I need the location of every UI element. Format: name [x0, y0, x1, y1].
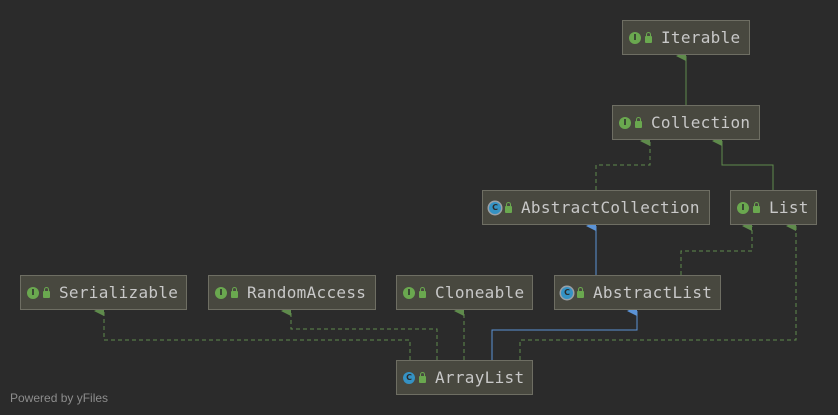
lock-icon	[231, 286, 238, 298]
lock-icon	[645, 31, 652, 43]
abstract-class-icon: C	[561, 286, 573, 299]
interface-icon: I	[619, 116, 631, 129]
node-label: List	[769, 198, 809, 217]
node-abstract-collection[interactable]: C AbstractCollection	[482, 190, 710, 225]
class-icon: C	[403, 371, 415, 384]
lock-icon	[419, 286, 426, 298]
lock-icon	[419, 371, 426, 383]
lock-icon	[43, 286, 50, 298]
node-collection[interactable]: I Collection	[612, 105, 760, 140]
node-label: Collection	[651, 113, 751, 132]
node-abstract-list[interactable]: C AbstractList	[554, 275, 721, 310]
node-label: Serializable	[59, 283, 179, 302]
node-iterable[interactable]: I Iterable	[622, 20, 750, 55]
edge-arraylist-serializable	[94, 306, 411, 360]
interface-icon: I	[737, 201, 749, 214]
node-label: AbstractList	[593, 283, 713, 302]
node-label: RandomAccess	[247, 283, 367, 302]
lock-icon	[753, 201, 760, 213]
lock-icon	[635, 116, 642, 128]
node-label: Iterable	[661, 28, 741, 47]
abstract-class-icon: C	[489, 201, 501, 214]
node-label: ArrayList	[435, 368, 525, 387]
interface-icon: I	[629, 31, 641, 44]
lock-icon	[577, 286, 584, 298]
powered-by-label: Powered by yFiles	[10, 391, 109, 405]
edge-arraylist-abstractlist	[491, 306, 638, 360]
node-cloneable[interactable]: I Cloneable	[396, 275, 533, 310]
edge-arraylist-list	[519, 221, 797, 360]
edge-arraylist-randomaccess	[281, 306, 438, 360]
interface-icon: I	[403, 286, 415, 299]
node-list[interactable]: I List	[730, 190, 817, 225]
node-random-access[interactable]: I RandomAccess	[208, 275, 376, 310]
node-serializable[interactable]: I Serializable	[20, 275, 187, 310]
node-array-list[interactable]: C ArrayList	[396, 360, 533, 395]
interface-icon: I	[215, 286, 227, 299]
node-label: AbstractCollection	[521, 198, 700, 217]
edge-abstractlist-list	[680, 221, 753, 275]
lock-icon	[505, 201, 512, 213]
node-label: Cloneable	[435, 283, 525, 302]
interface-icon: I	[27, 286, 39, 299]
edge-list-collection	[712, 136, 774, 190]
edge-abstractcollection-collection	[595, 136, 651, 190]
